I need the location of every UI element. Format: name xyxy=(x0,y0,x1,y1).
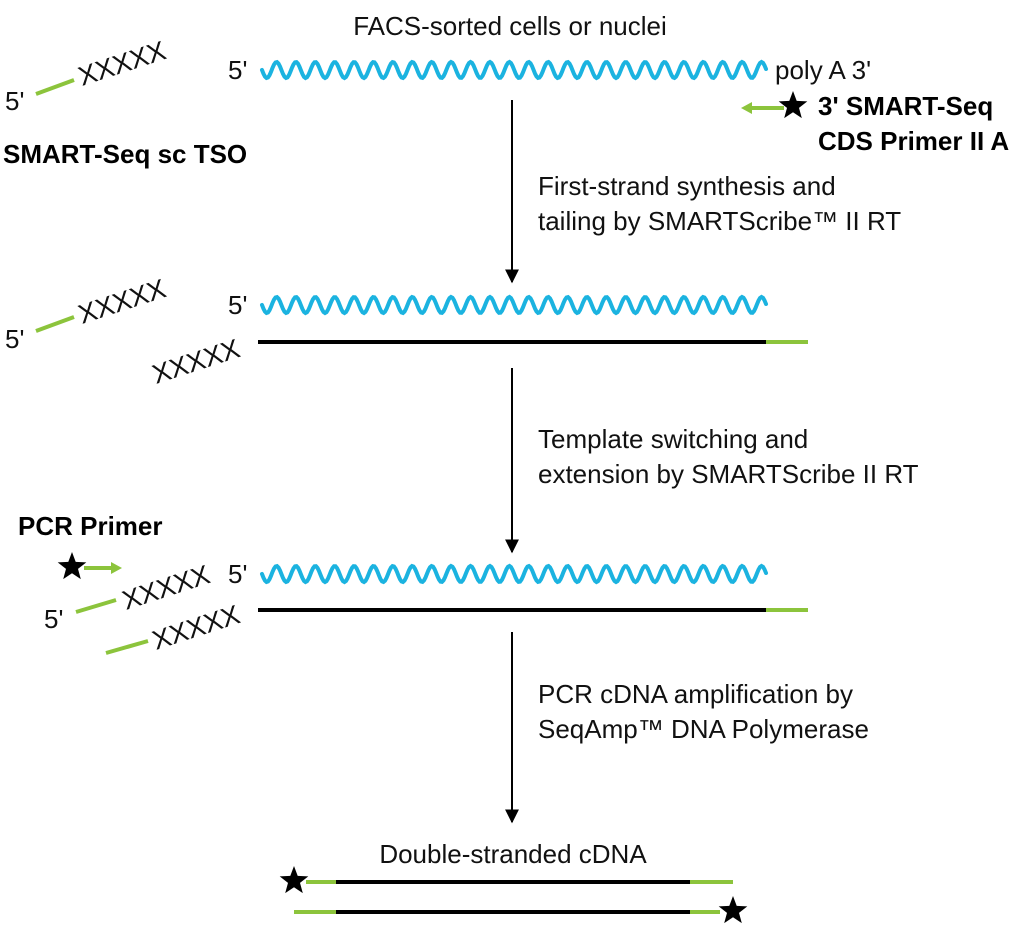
input-title: FACS-sorted cells or nuclei xyxy=(353,11,667,41)
step3-text-line1: PCR cDNA amplification by xyxy=(538,679,853,709)
tso-xxxxx-label: XXXXX xyxy=(75,35,170,91)
step3-text-line2: SeqAmp™ DNA Polymerase xyxy=(538,714,869,744)
mrna-wave xyxy=(260,59,768,81)
stage3-bottom-xxxxx-label: XXXXX xyxy=(149,599,244,655)
tso2-xxxxx-label: XXXXX xyxy=(75,273,170,329)
tso2-adapter xyxy=(35,315,75,333)
tso2-five-prime-label: 5' xyxy=(5,324,24,354)
cds-primer-star-icon xyxy=(778,91,808,119)
cds-primer-label-line2: CDS Primer II A xyxy=(818,126,1009,156)
ds-top-star-icon xyxy=(279,866,309,894)
cds-primer-label-line1: 3' SMART-Seq xyxy=(818,91,993,121)
stage2-mrna-wave xyxy=(260,294,768,316)
ds-bottom-star-icon xyxy=(718,896,748,924)
pcr-primer-arrowhead xyxy=(111,562,122,574)
stage3-bottom-adapter xyxy=(105,639,149,655)
tso-adapter xyxy=(35,78,75,96)
poly-a-label: poly A 3' xyxy=(775,55,871,85)
step2-text-line2: extension by SMARTScribe II RT xyxy=(538,459,919,489)
stage3-top-xxxxx-label: XXXXX xyxy=(119,559,214,615)
pcr-primer-star-icon xyxy=(57,552,87,580)
cds-primer-arrowhead xyxy=(741,102,752,114)
stage3-top-adapter xyxy=(75,598,117,614)
stage2-five-prime-label: 5' xyxy=(228,290,247,320)
pcr-primer-label: PCR Primer xyxy=(18,511,163,541)
stage3-five-prime-left-label: 5' xyxy=(44,604,63,634)
step2-text-line1: Template switching and xyxy=(538,424,808,454)
step1-text-line2: tailing by SMARTScribe™ II RT xyxy=(538,206,901,236)
tso-five-prime-label: 5' xyxy=(5,86,24,116)
mrna-five-prime-label: 5' xyxy=(228,55,247,85)
stage2-xxxxx-label: XXXXX xyxy=(149,333,244,389)
step1-text-line1: First-strand synthesis and xyxy=(538,171,836,201)
stage3-mrna-wave xyxy=(260,563,768,585)
tso-title: SMART-Seq sc TSO xyxy=(3,139,247,169)
output-title: Double-stranded cDNA xyxy=(379,839,647,869)
stage3-five-prime-label: 5' xyxy=(228,559,247,589)
